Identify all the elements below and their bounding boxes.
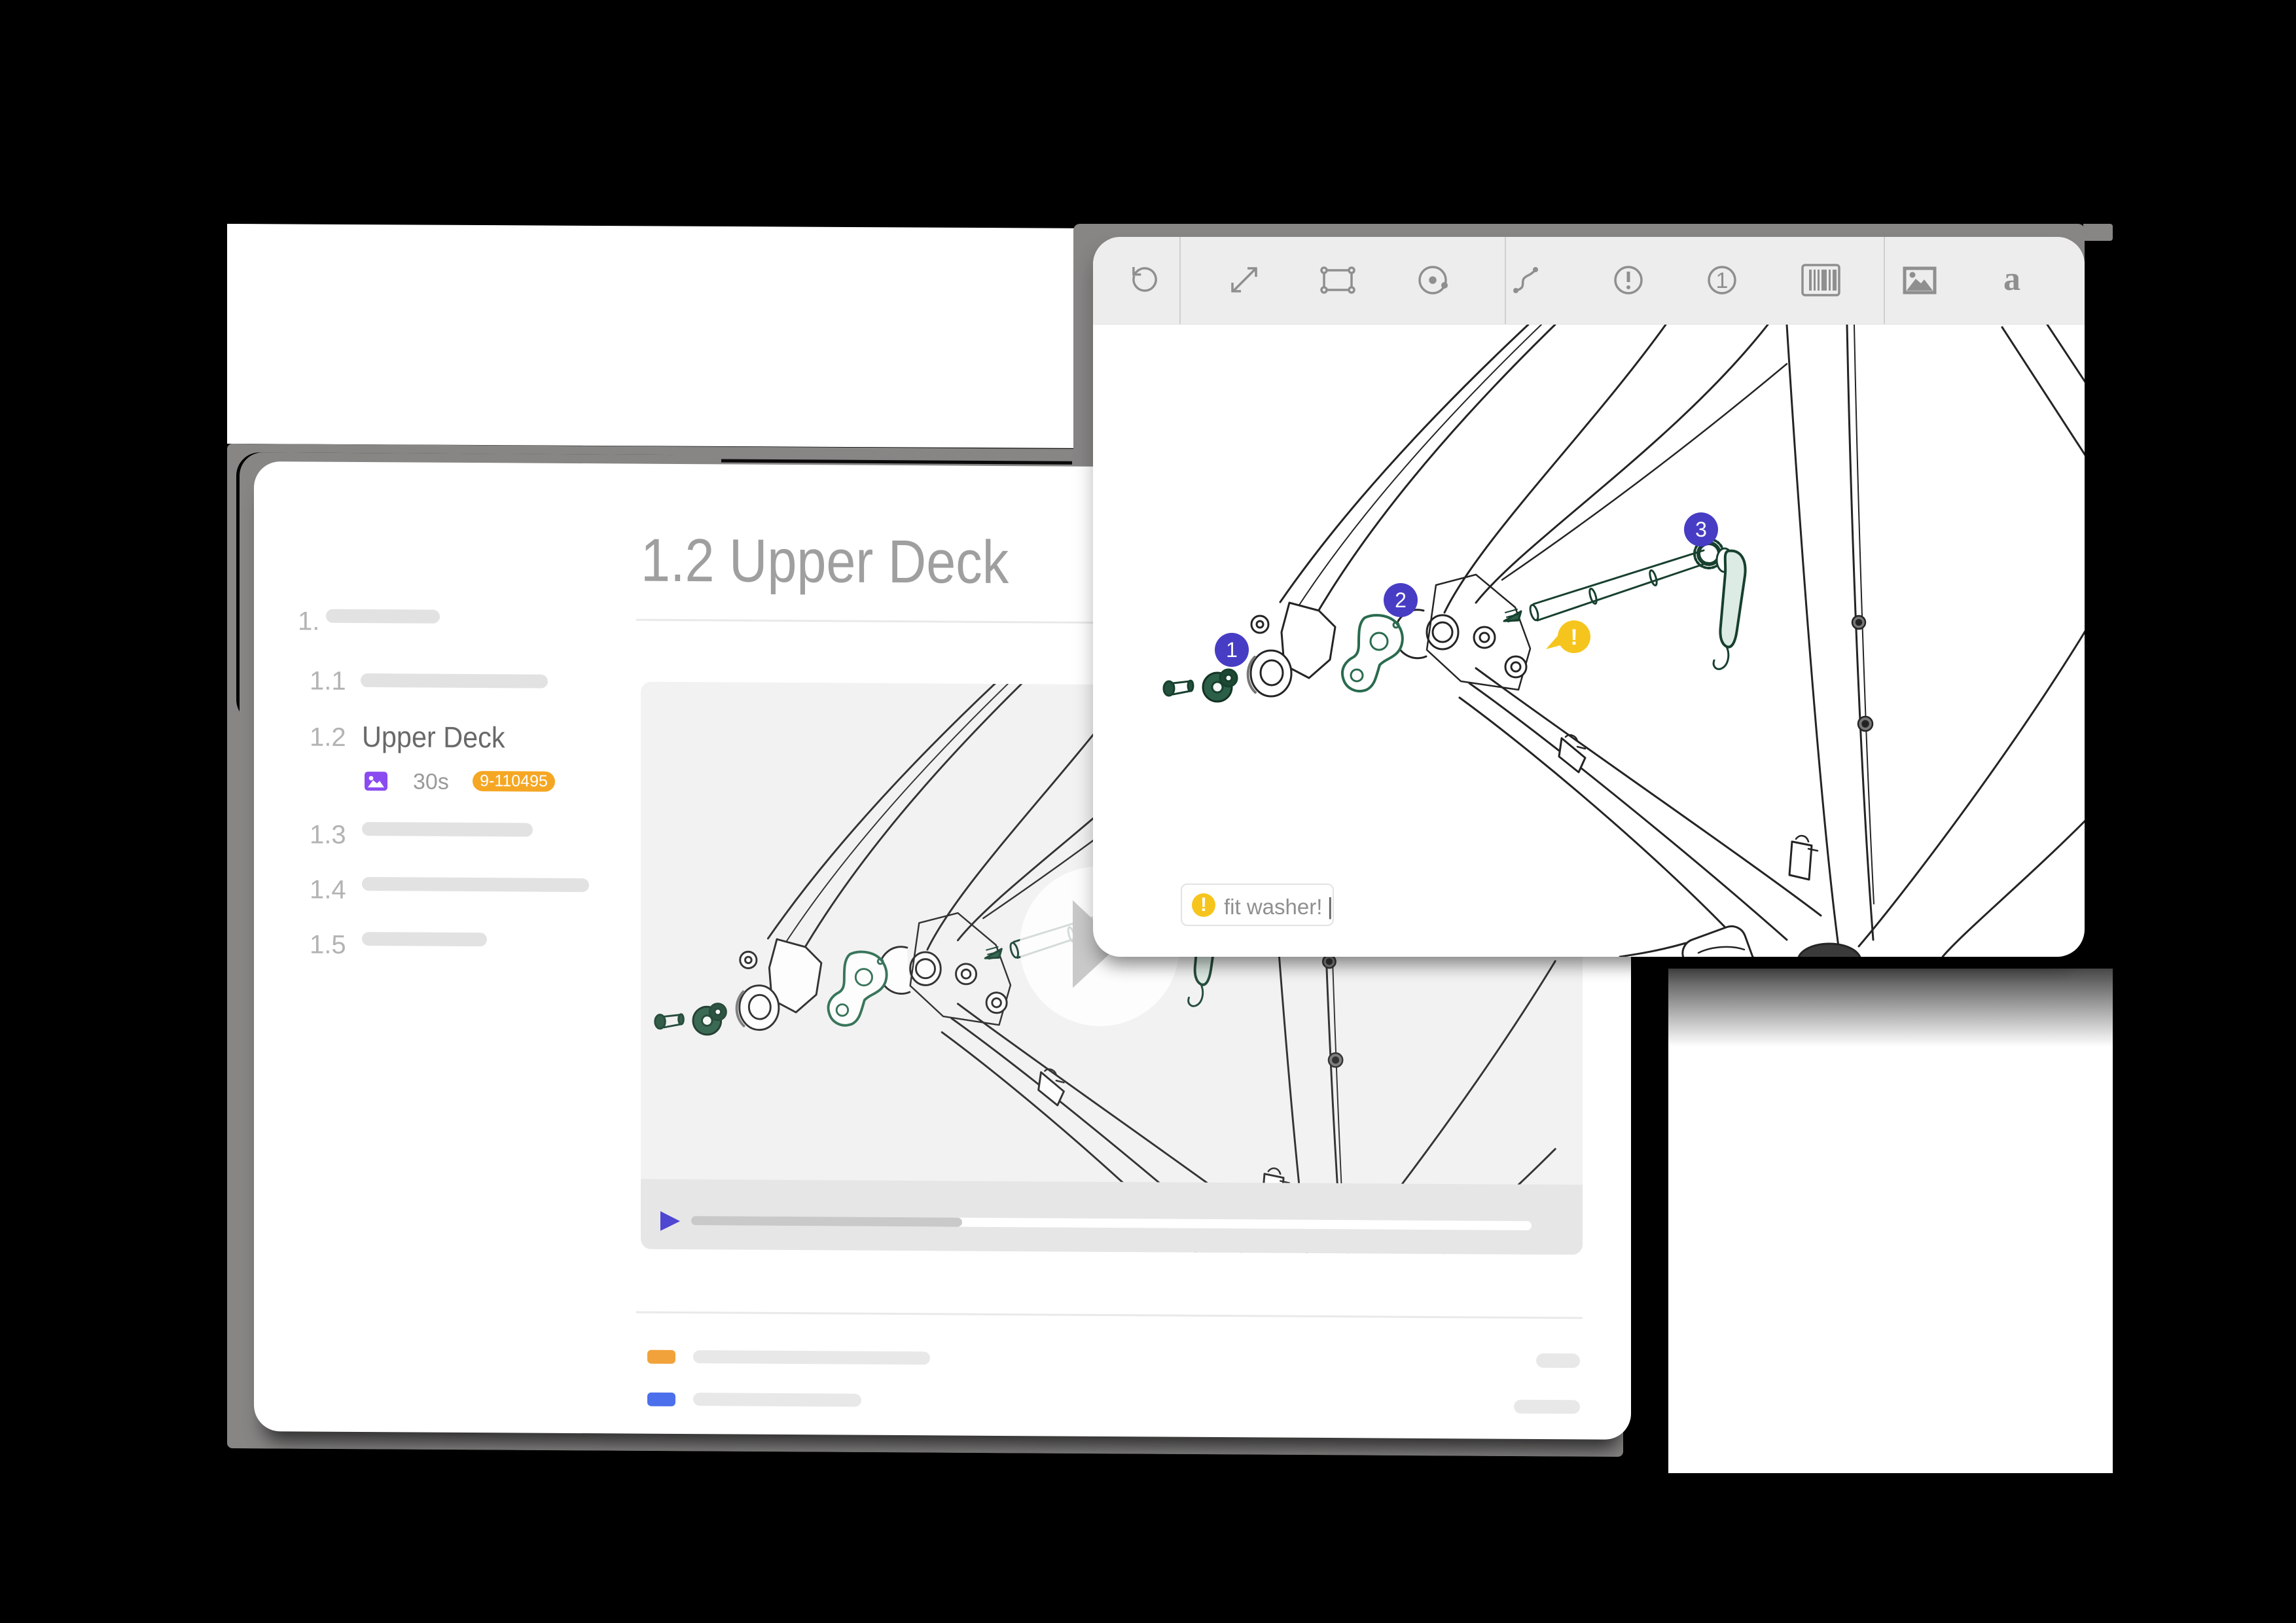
svg-text:!: !: [1570, 625, 1577, 650]
svg-text:1: 1: [1716, 268, 1729, 293]
svg-text:1: 1: [1226, 638, 1238, 662]
svg-text:a: a: [2003, 260, 2020, 298]
svg-text:3: 3: [1695, 518, 1707, 541]
svg-text:2: 2: [1395, 588, 1407, 612]
